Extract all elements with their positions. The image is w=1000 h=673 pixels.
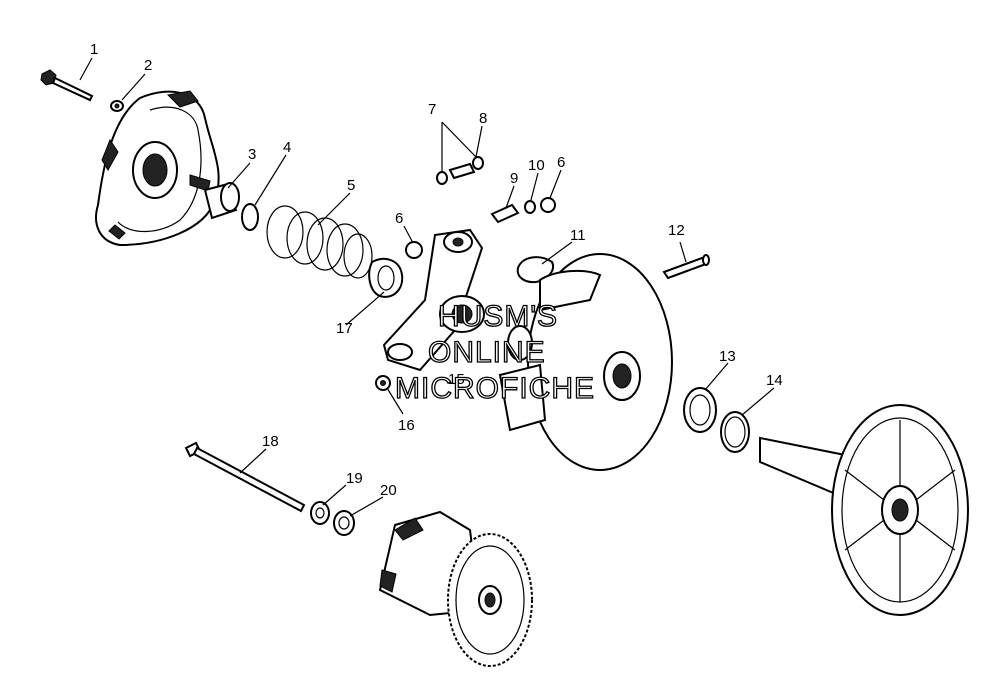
part-19-washer <box>310 501 330 525</box>
callout-9: 9 <box>510 170 518 187</box>
callout-15: 15 <box>448 371 465 388</box>
watermark-line-1: HUSM'S <box>438 300 558 333</box>
part-20-bushing <box>333 510 355 536</box>
part-16-nut <box>375 375 391 391</box>
part-7-8-pin-washers <box>436 156 484 185</box>
callout-5: 5 <box>347 177 355 194</box>
callout-18: 18 <box>262 433 279 450</box>
callout-13: 13 <box>719 348 736 365</box>
callout-19: 19 <box>346 470 363 487</box>
fixed-sheave <box>759 404 969 616</box>
part-5-spring <box>266 205 373 279</box>
part-12-screw <box>662 254 710 280</box>
movable-sheave <box>498 253 673 471</box>
callout-6-left: 6 <box>395 210 403 227</box>
watermark: HUSM'S ONLINE MICROFICHE <box>394 299 595 405</box>
part-17-ring <box>368 257 404 298</box>
callout-6-right: 6 <box>557 154 565 171</box>
callout-4: 4 <box>283 139 291 156</box>
callout-20: 20 <box>380 482 397 499</box>
part-6-roller-left <box>405 241 423 259</box>
callout-7: 7 <box>428 101 436 118</box>
part-3-bushing <box>203 182 240 220</box>
part-18-bolt <box>184 441 306 513</box>
callout-labels: 1 2 3 4 5 6 6 7 8 9 10 11 12 13 14 15 16… <box>90 41 783 499</box>
leader-lines <box>79 57 775 517</box>
callout-17: 17 <box>336 320 353 337</box>
clutch-cover <box>95 90 220 247</box>
callout-11: 11 <box>570 227 586 244</box>
callout-10: 10 <box>528 157 545 174</box>
part-10-washer <box>524 200 536 214</box>
callout-8: 8 <box>479 110 487 127</box>
part-15-ring <box>507 325 533 361</box>
callout-1: 1 <box>90 41 98 58</box>
callout-16: 16 <box>398 417 415 434</box>
callout-14: 14 <box>766 372 783 389</box>
part-4-ring <box>241 203 259 231</box>
callout-12: 12 <box>668 222 685 239</box>
spider-arm-assembly <box>382 228 485 372</box>
watermark-line-3: MICROFICHE <box>395 372 595 405</box>
callout-3: 3 <box>248 146 256 163</box>
part-13-bushing <box>683 387 717 433</box>
clutch-assembly <box>378 510 533 667</box>
part-6-roller-right <box>540 197 556 213</box>
part-9-pin <box>490 203 520 224</box>
part-14-ring <box>720 411 750 453</box>
part-2-washer <box>110 100 124 112</box>
part-1-bolt <box>40 69 94 102</box>
callout-2: 2 <box>144 57 152 74</box>
watermark-line-2: ONLINE <box>428 336 546 369</box>
